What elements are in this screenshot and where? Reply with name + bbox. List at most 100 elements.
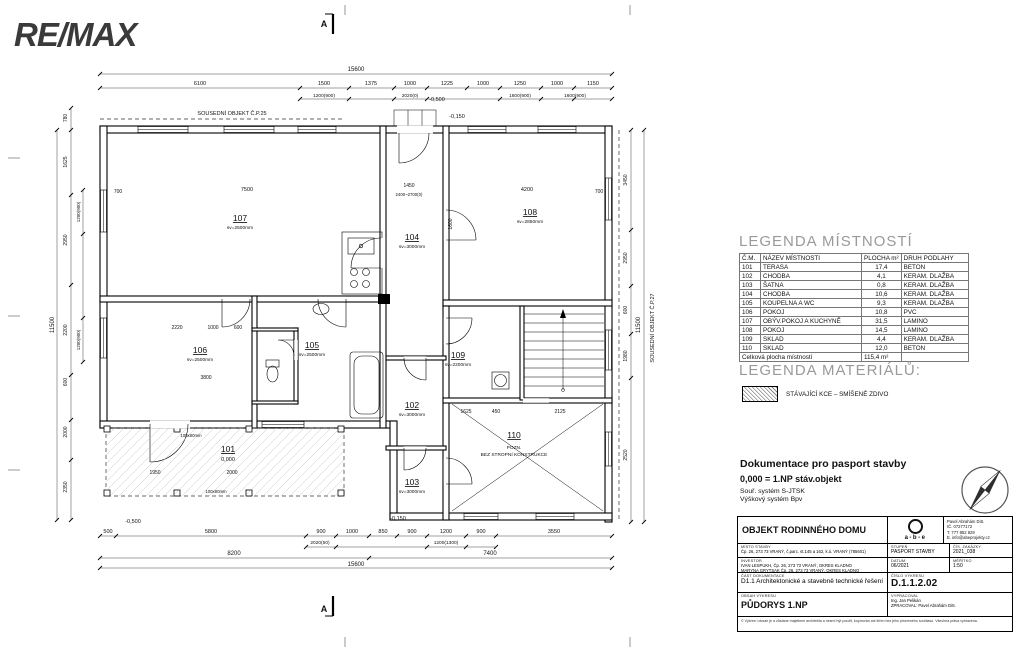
legend-materials-title: LEGENDA MATERIÁLŮ:	[739, 362, 921, 379]
doc-part-value: D1.1 Architektonické a stavebně technick…	[741, 578, 883, 585]
plan-text: 1600(900)	[509, 93, 531, 99]
room-106-label: 106	[193, 345, 207, 355]
plan-text: 2220	[171, 325, 182, 331]
plan-text: sv=3000mm	[399, 489, 425, 495]
legend-cell: 107	[739, 316, 761, 326]
room-107-label: 107	[233, 213, 247, 223]
plan-text: 450	[492, 409, 501, 415]
plan-text: 900	[407, 529, 416, 535]
abe-logo-text: a-b-e	[904, 535, 927, 541]
plan-text: 2000	[63, 426, 69, 437]
plan-text: 3450	[623, 174, 629, 185]
room-104-label: 104	[405, 232, 419, 242]
plan-text: 2200	[63, 324, 69, 335]
section-markers	[325, 13, 335, 617]
legend-cell: KERAM. DLAŽBA	[900, 334, 969, 344]
plan-text: 1600(900)	[564, 93, 586, 99]
legend-materials-item: STÁVAJÍCÍ KCE – SMÍŠENÉ ZDIVO	[742, 386, 888, 402]
plan-text: sv=2200mm	[445, 362, 471, 368]
legend-cell: KERAM. DLAŽBA	[900, 298, 969, 308]
legend-cell: 104	[739, 289, 761, 299]
legend-cell: SKLAD	[760, 334, 862, 344]
plan-text: POZN.	[507, 445, 522, 451]
remax-logo: RE/MAX	[14, 16, 137, 53]
room-101-label: 101	[221, 444, 235, 454]
plan-text: 600	[234, 325, 243, 331]
material-label: STÁVAJÍCÍ KCE – SMÍŠENÉ ZDIVO	[786, 390, 889, 398]
walls	[99, 125, 613, 523]
material-swatch-hatch	[742, 386, 778, 402]
legend-cell: POKOJ	[760, 325, 862, 335]
room-109-label: 109	[451, 350, 465, 360]
neighbor-label-27: SOUSEDNÍ OBJEKT Č.P.27	[649, 293, 656, 362]
room-110-label: 110	[507, 430, 521, 440]
legend-total-value: 115,4 m²	[861, 352, 902, 362]
plan-text: 2950	[63, 234, 69, 245]
plan-text: 700	[595, 189, 604, 195]
plan-text: sv=2500mm	[227, 225, 253, 231]
contact-ic: IČ. 07277172	[947, 524, 973, 530]
plan-text: 2520	[623, 449, 629, 460]
legend-cell: OBÝV.POKOJ A KUCHYNĚ	[760, 316, 862, 326]
legend-cell: 10,6	[861, 289, 902, 299]
legend-cell: 9,3	[861, 298, 902, 308]
legend-cell: 102	[739, 271, 761, 281]
legend-cell: 106	[739, 307, 761, 317]
plan-text: 1200	[440, 529, 452, 535]
plan-text: 1000	[346, 529, 358, 535]
legend-cell: BETON	[900, 262, 969, 272]
boiler	[491, 371, 510, 390]
plan-text: sv=2850mm	[517, 219, 543, 225]
legend-cell: 0,8	[861, 280, 902, 290]
plan-text: 850	[378, 529, 387, 535]
plan-text: 2000	[226, 470, 237, 476]
plan-text: 1625	[460, 409, 471, 415]
legend-cell: 17,4	[861, 262, 902, 272]
legend-cell: 101	[739, 262, 761, 272]
legend-cell: LAMINO	[900, 325, 969, 335]
plan-text: 900	[476, 529, 485, 535]
plan-text: 15600	[348, 67, 365, 73]
plan-text: 1200(1300)	[434, 540, 459, 546]
legend-cell: KERAM. DLAŽBA	[900, 271, 969, 281]
chimney	[378, 294, 390, 304]
plan-text: 100x80mm	[180, 433, 202, 438]
legend-cell: LAMINO	[900, 316, 969, 326]
legend-col-header: NÁZEV MÍSTNOSTI	[760, 253, 862, 263]
kitchen-fixtures	[341, 231, 383, 295]
neighbor-label-25: SOUSEDNÍ OBJEKT Č.P.25	[197, 110, 266, 117]
legend-cell: KOUPELNA A WC	[760, 298, 862, 308]
legend-cell: 31,5	[861, 316, 902, 326]
plan-text: 15600	[348, 562, 365, 568]
room-110-cross	[451, 403, 604, 512]
plan-text: 6100	[194, 81, 206, 87]
plan-text: -0,150	[449, 114, 465, 120]
project-title: OBJEKT RODINNÉHO DOMU	[738, 517, 888, 543]
order-label: ČÍS. ZAKÁZKY	[953, 545, 982, 549]
legend-cell: BETON	[900, 343, 969, 353]
plan-text: 1950	[149, 470, 160, 476]
plan-text: 1500	[318, 81, 330, 87]
plan-text: 780	[63, 114, 69, 123]
plan-text: 500	[103, 529, 112, 535]
plan-text: 1200(900)	[76, 329, 81, 350]
company-contact: Pavel Abrahám DiS. IČ. 07277172 T. 777 8…	[944, 517, 1012, 543]
plan-text: 1200(900)	[76, 201, 81, 222]
scale-label: MĚŘÍTKO	[953, 559, 972, 563]
north-arrow	[961, 466, 1009, 514]
legend-total-row: Celková plocha místností 115,4 m²	[739, 352, 969, 362]
note-height-system: Výškový systém Bpv	[740, 496, 803, 503]
legend-rooms-title: LEGENDA MÍSTNOSTÍ	[739, 233, 913, 250]
plan-text: 1600	[448, 218, 454, 229]
site-value: Čp. 26, 273 73 VRANÝ, č.parc. st.145 a 1…	[741, 549, 866, 554]
plan-text: 100x80mm	[205, 489, 227, 494]
legend-cell: 108	[739, 325, 761, 335]
plan-text: 1150	[587, 81, 599, 87]
plan-text: -0,500	[429, 97, 445, 103]
